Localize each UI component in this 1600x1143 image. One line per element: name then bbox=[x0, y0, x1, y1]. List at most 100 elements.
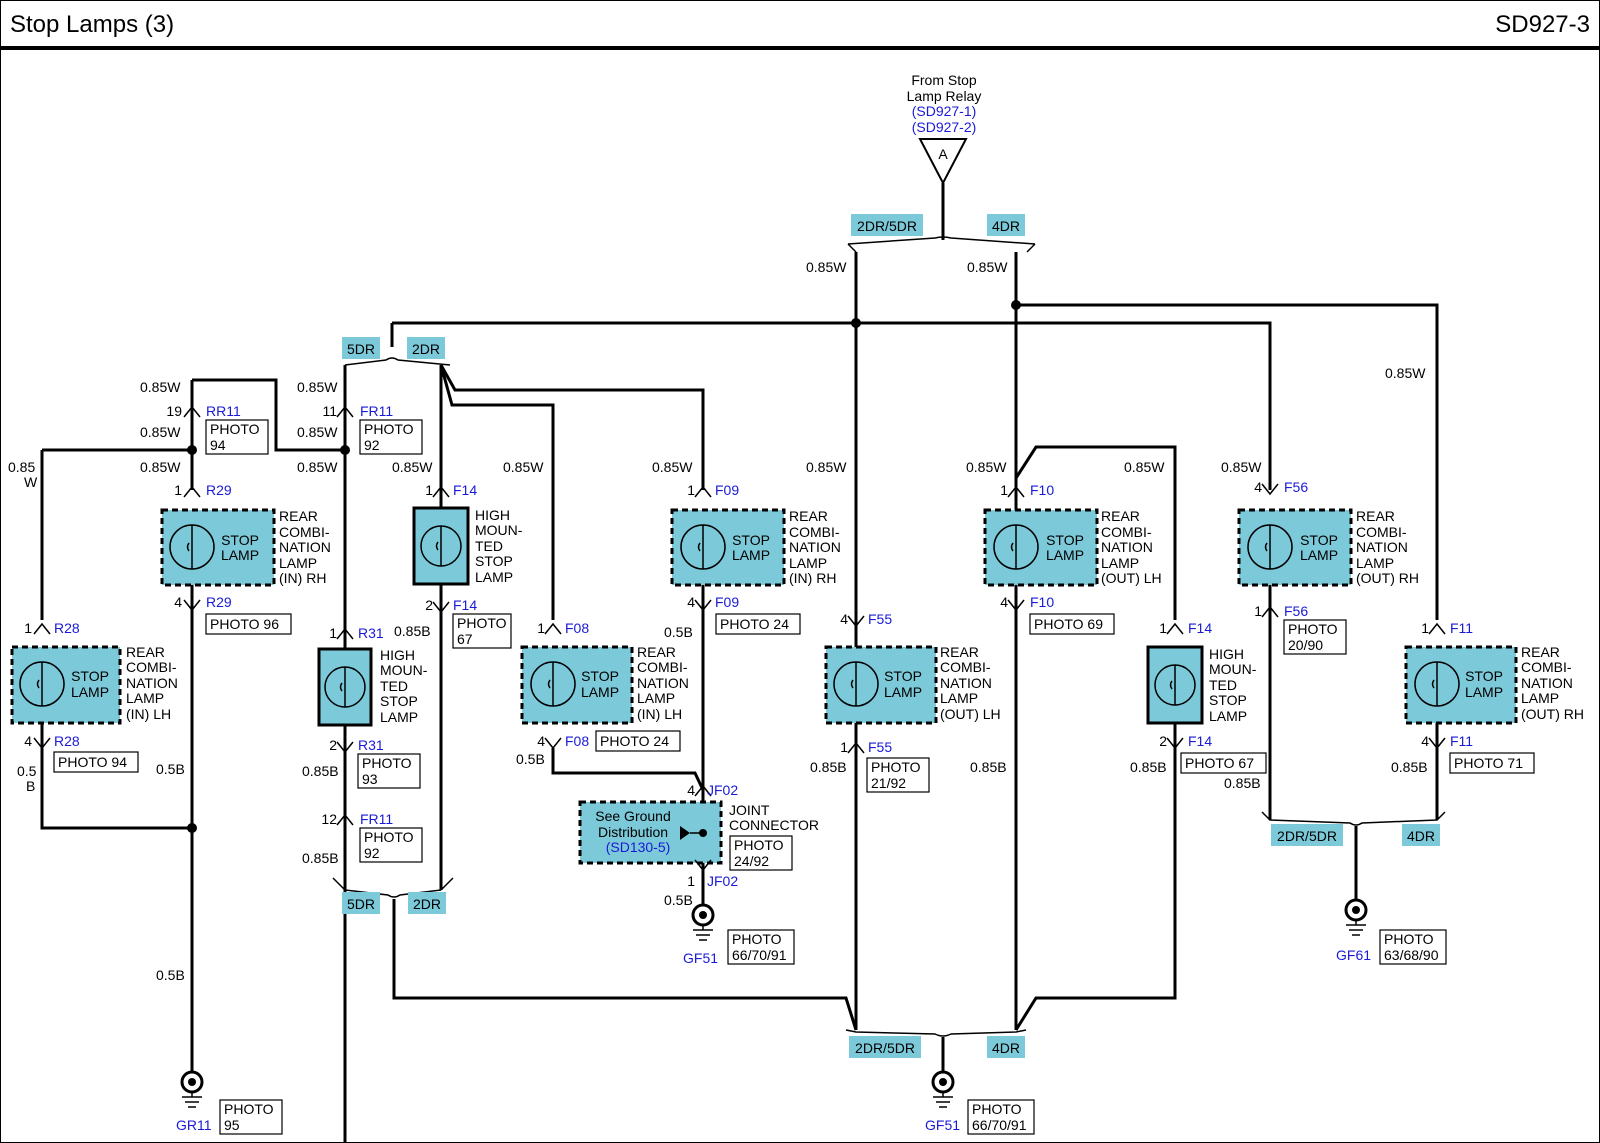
svg-text:PHOTO 24: PHOTO 24 bbox=[600, 733, 669, 749]
connector-JF02-top[interactable]: JF02 bbox=[707, 782, 738, 798]
svg-text:4: 4 bbox=[840, 611, 848, 627]
connector-F10-bot[interactable]: F10 bbox=[1030, 594, 1054, 610]
svg-text:1: 1 bbox=[425, 482, 433, 498]
svg-text:LAMP: LAMP bbox=[637, 690, 675, 706]
svg-text:STOP: STOP bbox=[581, 668, 619, 684]
connector-FR11-bot[interactable]: FR11 bbox=[360, 811, 393, 827]
svg-text:0.85B: 0.85B bbox=[1224, 775, 1261, 791]
connector-F55-bot[interactable]: F55 bbox=[868, 739, 892, 755]
connector-F11-top[interactable]: F11 bbox=[1450, 620, 1473, 636]
svg-text:PHOTO: PHOTO bbox=[972, 1101, 1022, 1117]
svg-text:0.85W: 0.85W bbox=[1124, 459, 1165, 475]
svg-text:REAR: REAR bbox=[279, 508, 318, 524]
svg-text:11: 11 bbox=[322, 403, 337, 419]
svg-text:COMBI-: COMBI- bbox=[789, 524, 840, 540]
svg-text:0.5B: 0.5B bbox=[664, 892, 693, 908]
svg-text:4: 4 bbox=[687, 782, 695, 798]
ground-GF61[interactable]: GF61 bbox=[1336, 947, 1371, 963]
lamp-rcl-out-rh-a[interactable] bbox=[1237, 508, 1353, 587]
connector-F10-top[interactable]: F10 bbox=[1030, 482, 1054, 498]
page-title: Stop Lamps (3) bbox=[10, 11, 175, 38]
svg-text:0.85B: 0.85B bbox=[970, 759, 1007, 775]
svg-text:STOP: STOP bbox=[884, 668, 922, 684]
svg-text:(IN) RH: (IN) RH bbox=[279, 570, 326, 586]
svg-text:PHOTO 24: PHOTO 24 bbox=[720, 616, 789, 632]
svg-text:1: 1 bbox=[1159, 620, 1167, 636]
svg-text:PHOTO: PHOTO bbox=[364, 829, 414, 845]
svg-text:PHOTO 94: PHOTO 94 bbox=[58, 754, 127, 770]
connector-R28-top[interactable]: R28 bbox=[54, 620, 80, 636]
connector-R29-top[interactable]: R29 bbox=[206, 482, 232, 498]
svg-text:LAMP: LAMP bbox=[940, 690, 978, 706]
svg-text:1: 1 bbox=[1000, 482, 1008, 498]
svg-text:MOUN-: MOUN- bbox=[380, 662, 428, 678]
connector-F09-top[interactable]: F09 bbox=[715, 482, 739, 498]
svg-text:COMBI-: COMBI- bbox=[940, 659, 991, 675]
connector-F09-bot[interactable]: F09 bbox=[715, 594, 739, 610]
source-triangle bbox=[918, 138, 968, 186]
svg-text:4DR: 4DR bbox=[1407, 828, 1435, 844]
connector-R31-bot[interactable]: R31 bbox=[358, 737, 384, 753]
lamp-rcl-in-rh-2[interactable] bbox=[670, 508, 786, 587]
connector-F08-top[interactable]: F08 bbox=[565, 620, 589, 636]
svg-text:JOINT: JOINT bbox=[729, 802, 770, 818]
connector-RR11[interactable]: RR11 bbox=[206, 403, 241, 419]
tag-5dr-upper: 5DR bbox=[342, 337, 380, 359]
svg-text:PHOTO: PHOTO bbox=[364, 421, 414, 437]
connector-R28-bot[interactable]: R28 bbox=[54, 733, 80, 749]
connector-F56-top[interactable]: F56 bbox=[1284, 479, 1308, 495]
svg-text:1: 1 bbox=[687, 873, 695, 889]
svg-text:0.85B: 0.85B bbox=[302, 763, 339, 779]
svg-text:1: 1 bbox=[24, 620, 32, 636]
svg-text:0.85W: 0.85W bbox=[392, 459, 433, 475]
connector-F56-bot[interactable]: F56 bbox=[1284, 603, 1308, 619]
svg-text:66/70/91: 66/70/91 bbox=[732, 947, 787, 963]
connector-F14-bot-b[interactable]: F14 bbox=[1188, 733, 1212, 749]
connector-FR11-top[interactable]: FR11 bbox=[360, 403, 393, 419]
svg-text:HIGH: HIGH bbox=[475, 507, 510, 523]
svg-text:5DR: 5DR bbox=[347, 341, 375, 357]
connector-R31-top[interactable]: R31 bbox=[358, 625, 384, 641]
connector-F14-top-a[interactable]: F14 bbox=[453, 482, 477, 498]
svg-text:PHOTO: PHOTO bbox=[1384, 931, 1434, 947]
svg-text:(OUT) LH: (OUT) LH bbox=[1101, 570, 1162, 586]
lamp-rcl-out-lh-a[interactable] bbox=[824, 645, 938, 725]
svg-text:LAMP: LAMP bbox=[279, 555, 317, 571]
connector-F11-bot[interactable]: F11 bbox=[1450, 733, 1473, 749]
svg-text:(IN) LH: (IN) LH bbox=[637, 706, 682, 722]
svg-text:0.85W: 0.85W bbox=[140, 424, 181, 440]
lamp-rcl-in-rh[interactable] bbox=[160, 508, 276, 587]
connector-R29-bot[interactable]: R29 bbox=[206, 594, 232, 610]
svg-text:4DR: 4DR bbox=[992, 1040, 1020, 1056]
svg-text:0.85W: 0.85W bbox=[806, 459, 847, 475]
ground-dist-ref[interactable]: (SD130-5) bbox=[606, 839, 671, 855]
svg-text:63/68/90: 63/68/90 bbox=[1384, 947, 1439, 963]
connector-F55-top[interactable]: F55 bbox=[868, 611, 892, 627]
svg-text:NATION: NATION bbox=[1521, 675, 1573, 691]
svg-text:93: 93 bbox=[362, 771, 378, 787]
connector-F14-top-b[interactable]: F14 bbox=[1188, 620, 1212, 636]
svg-text:LAMP: LAMP bbox=[1300, 547, 1338, 563]
connector-F08-bot[interactable]: F08 bbox=[565, 733, 589, 749]
lamp-rcl-out-lh-b[interactable] bbox=[983, 508, 1099, 587]
connector-JF02-bot[interactable]: JF02 bbox=[707, 873, 738, 889]
ground-GF51-b[interactable]: GF51 bbox=[925, 1117, 960, 1133]
source-ref-1[interactable]: (SD927-1) bbox=[912, 103, 977, 119]
source-ref-2[interactable]: (SD927-2) bbox=[912, 119, 977, 135]
svg-text:PHOTO: PHOTO bbox=[734, 837, 784, 853]
svg-text:LAMP: LAMP bbox=[789, 555, 827, 571]
ground-GF51-a[interactable]: GF51 bbox=[683, 950, 718, 966]
lamp-rcl-out-rh-b[interactable] bbox=[1404, 645, 1518, 725]
connector-F14-bot-a[interactable]: F14 bbox=[453, 597, 477, 613]
source-letter: A bbox=[938, 146, 948, 162]
svg-text:95: 95 bbox=[224, 1117, 240, 1133]
tag-2dr5dr-bottom: 2DR/5DR bbox=[849, 1036, 921, 1058]
ground-GR11[interactable]: GR11 bbox=[176, 1117, 212, 1133]
lamp-rcl-in-lh-2[interactable] bbox=[520, 645, 634, 725]
svg-text:1: 1 bbox=[174, 482, 182, 498]
svg-text:STOP: STOP bbox=[1300, 532, 1338, 548]
tag-2dr-upper: 2DR bbox=[407, 337, 445, 359]
svg-text:MOUN-: MOUN- bbox=[1209, 661, 1257, 677]
svg-text:PHOTO: PHOTO bbox=[457, 615, 507, 631]
lamp-rcl-in-lh[interactable] bbox=[10, 645, 122, 725]
